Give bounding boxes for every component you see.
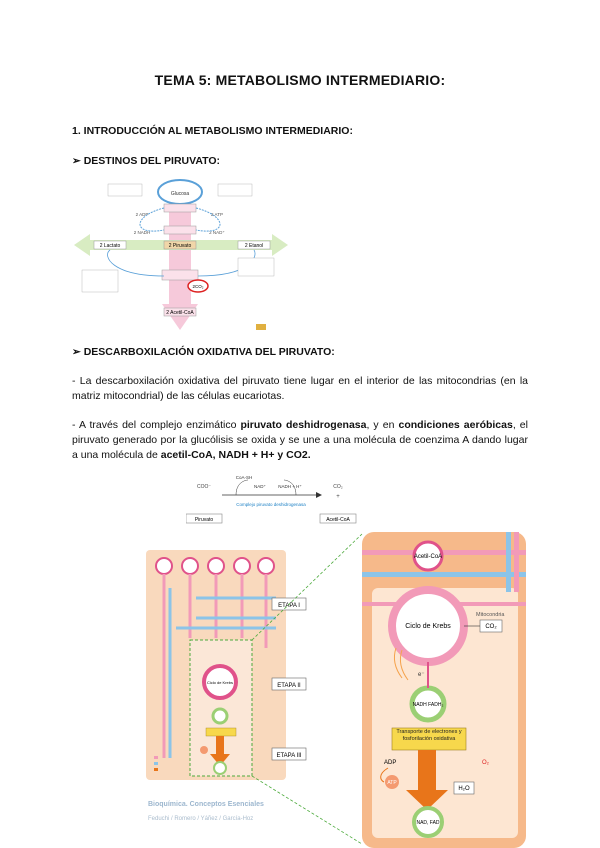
stage1-label: ETAPA I	[278, 603, 300, 609]
o2-label: O₂	[482, 760, 490, 766]
nad-label: 2 NAD⁺	[209, 230, 225, 235]
transport-label: Transporte de electrones y fosforilación…	[396, 729, 462, 742]
adp-label: ADP	[384, 760, 396, 766]
krebs-label: Ciclo de Krebs	[405, 623, 451, 630]
nadh-label: 2 NADH	[134, 230, 151, 235]
paragraph-pdh-complex: - A través del complejo enzimático piruv…	[72, 419, 528, 461]
acetylcoa-circle	[412, 540, 444, 572]
svg-text:Ciclo de Krebs: Ciclo de Krebs	[207, 680, 233, 685]
bullet-heading-decarboxylation: ➢ DESCARBOXILACIÓN OXIDATIVA DEL PIRUVAT…	[72, 346, 335, 358]
adp-label: 2 ADP	[136, 212, 149, 217]
electron-label: e⁻	[418, 672, 425, 678]
ethanol-label: 2 Etanol	[245, 243, 263, 249]
page-title: TEMA 5: METABOLISMO INTERMEDIARIO:	[154, 72, 446, 88]
paragraph-location: - La descarboxilación oxidativa del piru…	[72, 375, 528, 402]
reaction-nad-label: NAD⁺	[254, 484, 267, 489]
h2o-label: H₂O	[458, 786, 470, 792]
section-heading: 1. INTRODUCCIÓN AL METABOLISMO INTERMEDI…	[72, 125, 353, 137]
nad-fad-circle	[412, 806, 444, 838]
book-authors: Feduchi / Romero / Yáñez / García-Hoz	[148, 816, 253, 822]
nad-label: NAD, FAD	[416, 820, 439, 826]
acetylcoa-label: 2 Acetil-CoA	[166, 310, 194, 316]
reaction-enzyme-label: Complejo piruvato deshidrogenasa	[236, 502, 306, 507]
reaction-nadh-label: NADH + H⁺	[278, 484, 302, 489]
reaction-coa-label: CoA-SH	[236, 475, 253, 480]
svg-text:CO₂: CO₂	[333, 484, 343, 490]
svg-text:COO⁻: COO⁻	[197, 484, 211, 490]
svg-text:+: +	[336, 494, 340, 500]
metabolism-overview-diagram: Ciclo de Krebs ETAPA I ETAPA II ETAPA II…	[146, 532, 526, 848]
reaction-left-label: Piruvato	[195, 517, 214, 523]
stage3-label: ETAPA III	[276, 753, 301, 759]
book-title: Bioquímica. Conceptos Esenciales	[148, 801, 264, 808]
right-arrowhead	[272, 234, 288, 256]
lactate-label: 2 Lactato	[100, 243, 121, 249]
acetylcoa-label: Acetil-CoA	[414, 554, 442, 560]
atp-synthesis-arrow	[406, 790, 448, 810]
pyruvate-fates-diagram: Glucosa 2 Piruvato 2 Lactato 2 Etanol 2C…	[72, 176, 292, 336]
glycolysis-arrow	[169, 196, 191, 306]
pdh-reaction-diagram: Piruvato Acetil-CoA COO⁻ CO₂ + CoA-SH NA…	[186, 475, 357, 524]
stage2-label: ETAPA II	[277, 683, 301, 689]
bullet-heading-pyruvate-fates: ➢ DESTINOS DEL PIRUVATO:	[72, 155, 221, 167]
co2-label: CO₂	[485, 624, 497, 630]
nadh-label: NADH FADH₂	[413, 702, 444, 708]
atp-label: ATP	[387, 780, 397, 786]
pyruvate-label: 2 Piruvato	[169, 243, 192, 249]
atp-label: 2 ATP	[211, 212, 223, 217]
reaction-right-label: Acetil-CoA	[326, 517, 350, 523]
left-arrowhead	[74, 234, 90, 256]
mitochondria-label: Mitocondria	[476, 612, 505, 618]
glucose-label: Glucosa	[171, 191, 190, 197]
co2-oval	[187, 279, 209, 293]
co2-label: 2CO₂	[193, 284, 204, 289]
